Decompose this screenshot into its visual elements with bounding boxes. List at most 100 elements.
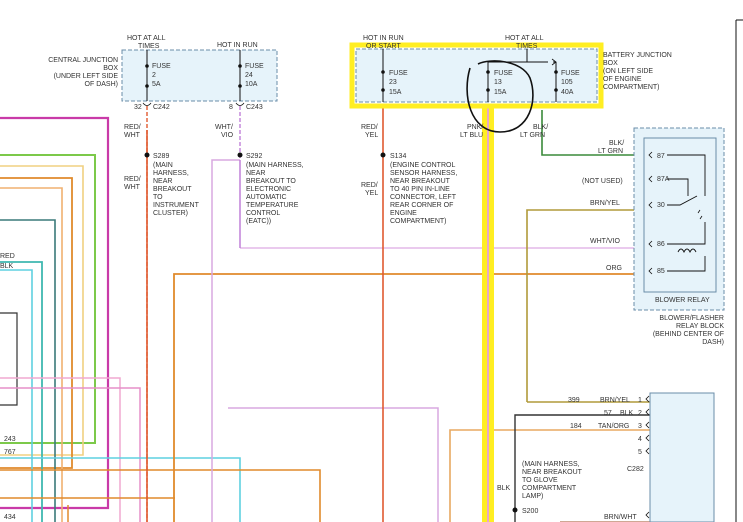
wire-cyan-2	[0, 457, 241, 522]
svg-text:NEAR: NEAR	[246, 170, 265, 177]
svg-text:S292: S292	[246, 153, 262, 160]
svg-text:S134: S134	[390, 153, 406, 160]
wire-cyan	[0, 269, 33, 522]
svg-text:BLOWER/FLASHER: BLOWER/FLASHER	[659, 315, 724, 322]
svg-text:2: 2	[638, 410, 642, 417]
svg-text:TO: TO	[153, 194, 163, 201]
svg-text:LT GRN: LT GRN	[598, 148, 623, 155]
svg-text:OR START: OR START	[366, 43, 401, 50]
fuse2-line2: 2	[152, 72, 156, 79]
connector-c242: 32 C242	[134, 102, 170, 111]
svg-text:399: 399	[568, 397, 580, 404]
svg-text:5: 5	[638, 449, 642, 456]
svg-text:C242: C242	[153, 104, 170, 111]
fuse13-line3: 15A	[494, 89, 507, 96]
svg-text:COMPARTMENT): COMPARTMENT)	[603, 84, 660, 91]
splice-s292-text: S292 (MAIN HARNESS, NEAR BREAKOUT TO ELE…	[246, 153, 304, 225]
wire-orange-2	[0, 469, 321, 522]
fuse105-line1: FUSE	[561, 70, 580, 77]
svg-text:ENGINE: ENGINE	[390, 210, 417, 217]
label-red: RED	[0, 253, 15, 260]
relay-pin-85: 85 ORG	[606, 265, 665, 275]
fuse24-line3: 10A	[245, 81, 258, 88]
relay-pin-30: 30 BRN/YEL	[590, 200, 665, 209]
svg-text:85: 85	[657, 268, 665, 275]
handdrawn-circle	[466, 60, 534, 133]
label-red-wht-1a: RED/	[124, 124, 141, 131]
label-blk: BLK	[0, 263, 14, 270]
svg-text:WHT/VIO: WHT/VIO	[590, 238, 620, 245]
svg-text:3: 3	[638, 423, 642, 430]
fuse23-line1: FUSE	[389, 70, 408, 77]
battery-junction-title: BATTERY JUNCTION BOX (ON LEFT SIDE OF EN…	[603, 52, 672, 91]
wire-brn-yel	[526, 209, 650, 402]
svg-text:87A: 87A	[657, 176, 670, 183]
fuse105-line3: 40A	[561, 89, 574, 96]
splice-s134-text: S134 (ENGINE CONTROL SENSOR HARNESS, NEA…	[390, 153, 457, 225]
label-pnk-b: LT BLU	[460, 132, 483, 139]
svg-text:86: 86	[657, 241, 665, 248]
c282-row-3: 184 TAN/ORG 3	[570, 421, 650, 430]
svg-text:TEMPERATURE: TEMPERATURE	[246, 202, 299, 209]
svg-text:OF DASH): OF DASH)	[85, 81, 118, 88]
label-red-wht-2a: RED/	[124, 176, 141, 183]
label-red-wht-2b: WHT	[124, 184, 141, 191]
wire-magenta	[0, 116, 110, 510]
svg-text:4: 4	[638, 436, 642, 443]
svg-text:BOX: BOX	[103, 65, 118, 72]
label-434: 434	[4, 514, 16, 521]
fuse-2: FUSE 2 5A HOT AT ALL TIMES	[127, 35, 171, 101]
svg-text:NEAR BREAKOUT: NEAR BREAKOUT	[390, 178, 451, 185]
svg-text:BLK: BLK	[620, 410, 634, 417]
relay-contacts	[667, 154, 706, 272]
splice-s292-dot	[237, 152, 243, 158]
wire-blk-57	[514, 414, 650, 522]
fuse24-line1: FUSE	[245, 63, 264, 70]
svg-text:57: 57	[604, 410, 612, 417]
c282-row-4: 4	[638, 434, 650, 443]
battery-junction-headers: HOT IN RUN OR START HOT AT ALL TIMES	[363, 35, 544, 50]
c282-row-5: 5	[638, 447, 650, 456]
battery-junction-highlight	[349, 42, 604, 109]
label-red-wht-1b: WHT	[124, 132, 141, 139]
svg-text:184: 184	[570, 423, 582, 430]
wire-blk-ltgrn	[541, 110, 650, 156]
wire-green	[0, 154, 96, 444]
splice-s289-dot	[144, 152, 150, 158]
svg-text:87: 87	[657, 153, 665, 160]
svg-text:BRN/YEL: BRN/YEL	[590, 200, 620, 207]
label-wht-vio-b: VIO	[221, 132, 234, 139]
wire-pink-1	[0, 377, 121, 522]
relay-block-label: BLOWER/FLASHER RELAY BLOCK (BEHIND CENTE…	[653, 315, 724, 346]
wire-pink-2	[0, 387, 141, 522]
svg-text:REAR CORNER OF: REAR CORNER OF	[390, 202, 453, 209]
svg-text:COMPARTMENT): COMPARTMENT)	[390, 218, 447, 225]
svg-text:ELECTRONIC: ELECTRONIC	[246, 186, 291, 193]
relay-coil	[677, 248, 697, 254]
svg-text:NEAR: NEAR	[153, 178, 172, 185]
c282-row-1: 399 BRN/YEL 1	[568, 395, 650, 404]
svg-text:RELAY BLOCK: RELAY BLOCK	[676, 323, 724, 330]
label-red-yel-2a: RED/	[361, 182, 378, 189]
svg-text:COMPARTMENT: COMPARTMENT	[522, 485, 577, 492]
svg-text:TO 40 PIN IN-LINE: TO 40 PIN IN-LINE	[390, 186, 450, 193]
svg-text:(UNDER LEFT SIDE: (UNDER LEFT SIDE	[54, 73, 119, 80]
fuse23-line3: 15A	[389, 89, 402, 96]
svg-text:OF ENGINE: OF ENGINE	[603, 76, 642, 83]
label-red-yel-b: YEL	[365, 132, 378, 139]
svg-text:SENSOR HARNESS,: SENSOR HARNESS,	[390, 170, 457, 177]
component-outline	[0, 312, 18, 406]
svg-text:BREAKOUT: BREAKOUT	[153, 186, 192, 193]
svg-text:(NOT USED): (NOT USED)	[582, 178, 623, 185]
svg-text:TO GLOVE: TO GLOVE	[522, 477, 558, 484]
svg-text:(MAIN HARNESS,: (MAIN HARNESS,	[246, 162, 304, 169]
svg-text:1: 1	[638, 397, 642, 404]
fuse13-line1: FUSE	[494, 70, 513, 77]
splice-s289-text: S289 (MAIN HARNESS, NEAR BREAKOUT TO INS…	[153, 153, 200, 217]
fuse23-line2: 23	[389, 79, 397, 86]
svg-text:S200: S200	[522, 508, 538, 515]
wire-orange-1	[0, 177, 73, 469]
blower-relay-title: BLOWER RELAY	[655, 297, 710, 304]
svg-text:DASH): DASH)	[702, 339, 724, 346]
svg-text:30: 30	[657, 202, 665, 209]
